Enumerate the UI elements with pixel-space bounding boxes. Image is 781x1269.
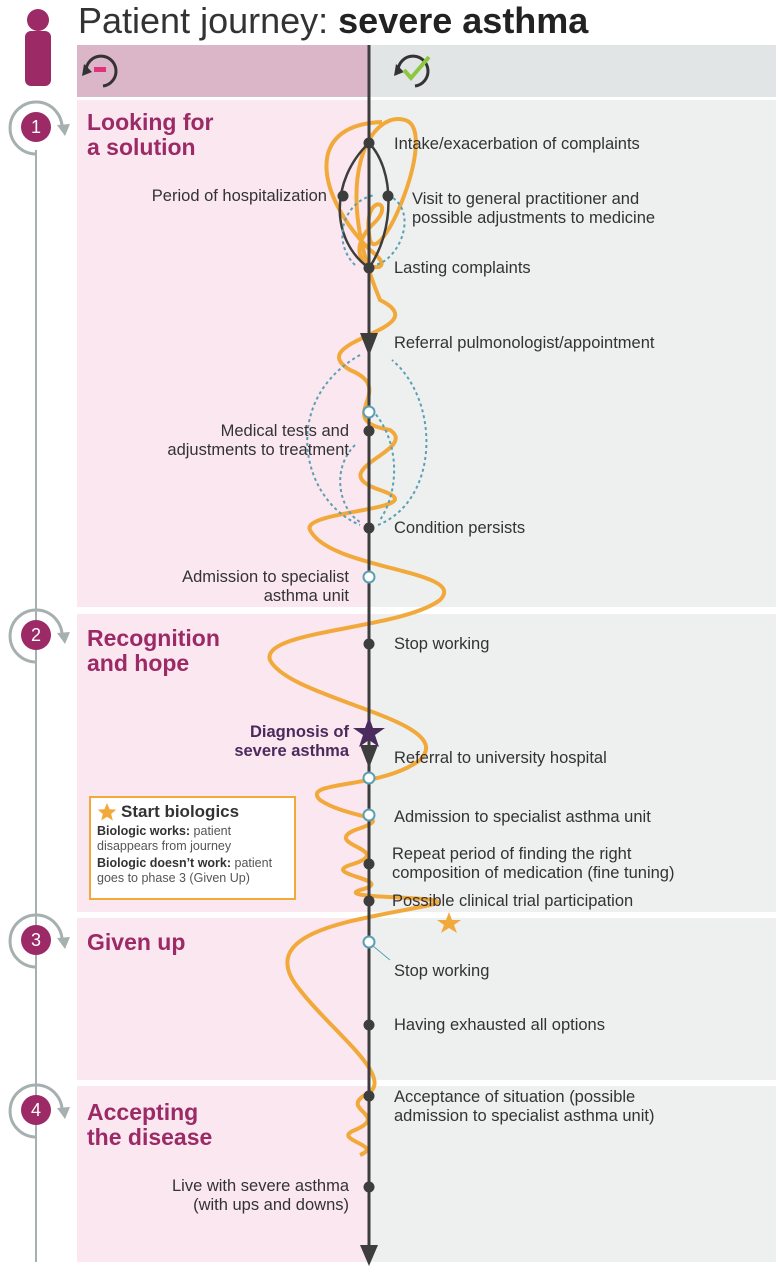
stop-working-connector bbox=[372, 945, 391, 961]
event-clinical-trial: Possible clinical trial participation bbox=[392, 892, 634, 910]
biologics-fails: Biologic doesn’t work: patient goes to p… bbox=[97, 856, 273, 885]
person-icon bbox=[25, 9, 51, 86]
biologics-heading: Start biologics bbox=[97, 802, 288, 822]
positive-header-band bbox=[369, 45, 776, 97]
event-lasting-complaints: Lasting complaints bbox=[394, 259, 531, 277]
check-refresh-icon bbox=[394, 54, 431, 88]
event-referral-pulmonologist: Referral pulmonologist/appointment bbox=[394, 334, 655, 352]
event-live-with-asthma: Live with severe asthma(with ups and dow… bbox=[172, 1177, 349, 1214]
event-exhausted-options: Having exhausted all options bbox=[394, 1016, 605, 1034]
event-admission-unit-2: Admission to specialist asthma unit bbox=[394, 808, 651, 826]
axis-arrowheads bbox=[360, 333, 378, 1266]
event-dots bbox=[337, 137, 394, 1193]
phase-4-number: 4 bbox=[21, 1095, 51, 1125]
star-icon bbox=[97, 803, 117, 821]
biologics-works: Biologic works: patient disappears from … bbox=[97, 824, 232, 853]
event-condition-persists: Condition persists bbox=[394, 519, 526, 537]
phase-rings bbox=[8, 100, 64, 1139]
teal-feedback-arrows bbox=[306, 194, 428, 526]
phase-3-band bbox=[77, 918, 776, 1080]
phase-3-title: Given up bbox=[87, 929, 186, 955]
negative-header-band bbox=[77, 45, 369, 97]
trial-star-icon bbox=[437, 912, 461, 933]
event-intake: Intake/exacerbation of complaints bbox=[394, 135, 640, 153]
phase-2-number: 2 bbox=[21, 620, 51, 650]
page-title: Patient journey: severe asthma bbox=[78, 0, 589, 41]
diagnosis-star-icon bbox=[353, 717, 385, 747]
event-hospitalization: Period of hospitalization bbox=[151, 187, 327, 205]
orange-journey-curve bbox=[267, 117, 446, 1157]
open-event-dots bbox=[362, 405, 376, 949]
phase-1-number: 1 bbox=[21, 112, 51, 142]
phase-4-band bbox=[77, 1086, 776, 1262]
phase-1-band bbox=[77, 100, 776, 607]
hospitalization-loop bbox=[338, 142, 370, 270]
phase-3-number: 3 bbox=[21, 925, 51, 955]
minus-refresh-icon bbox=[82, 54, 118, 88]
biologics-callout: Start biologics Biologic works: patient … bbox=[89, 796, 296, 900]
event-stop-working-1: Stop working bbox=[394, 635, 490, 653]
event-referral-university: Referral to university hospital bbox=[394, 749, 607, 767]
event-stop-working-2: Stop working bbox=[394, 962, 490, 980]
